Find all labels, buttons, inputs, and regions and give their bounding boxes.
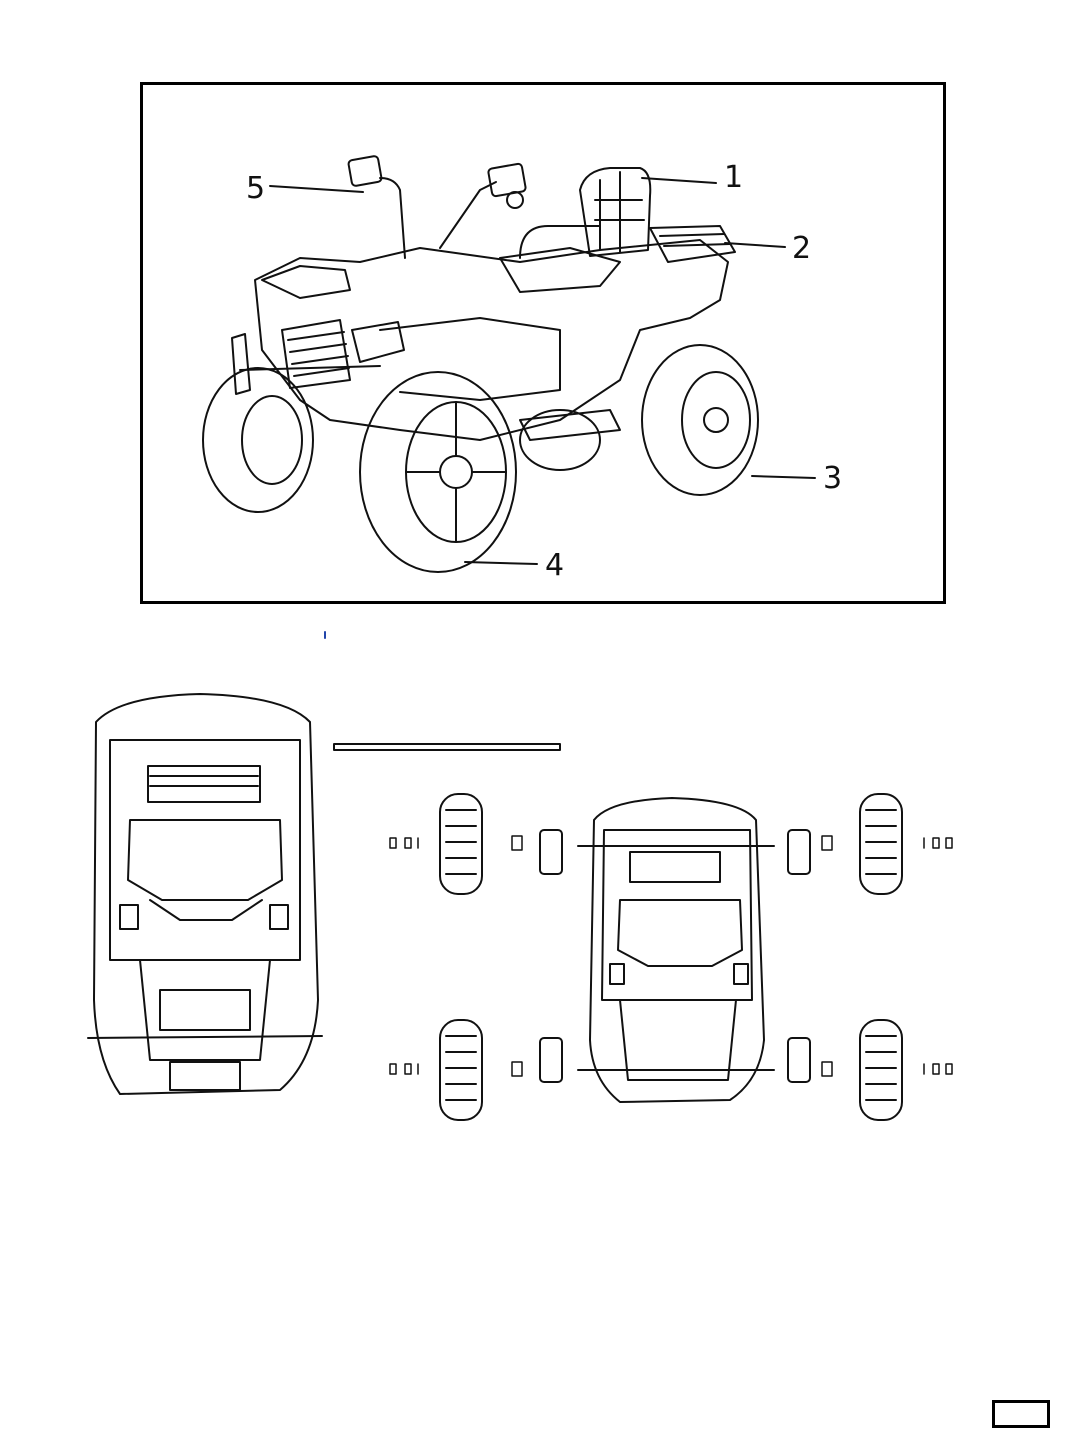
rear-axle [334, 744, 560, 750]
leader-line-2 [725, 243, 785, 247]
leader-line-3 [752, 476, 815, 478]
leader-line-4 [465, 562, 537, 564]
atv-top-view-left [88, 694, 322, 1094]
leader-line-5 [270, 186, 363, 192]
callout-2: 2 [792, 234, 811, 264]
page-number-box [992, 1400, 1050, 1428]
callout-4: 4 [545, 551, 564, 581]
leader-line-1 [642, 178, 716, 183]
callout-5: 5 [246, 174, 265, 204]
gearbox-motors [540, 830, 810, 1082]
callout-3: 3 [823, 464, 842, 494]
hardware-pieces [390, 836, 952, 1076]
callout-1: 1 [724, 163, 743, 193]
atv-top-view-right [578, 798, 774, 1102]
atv-drawing [203, 156, 758, 572]
